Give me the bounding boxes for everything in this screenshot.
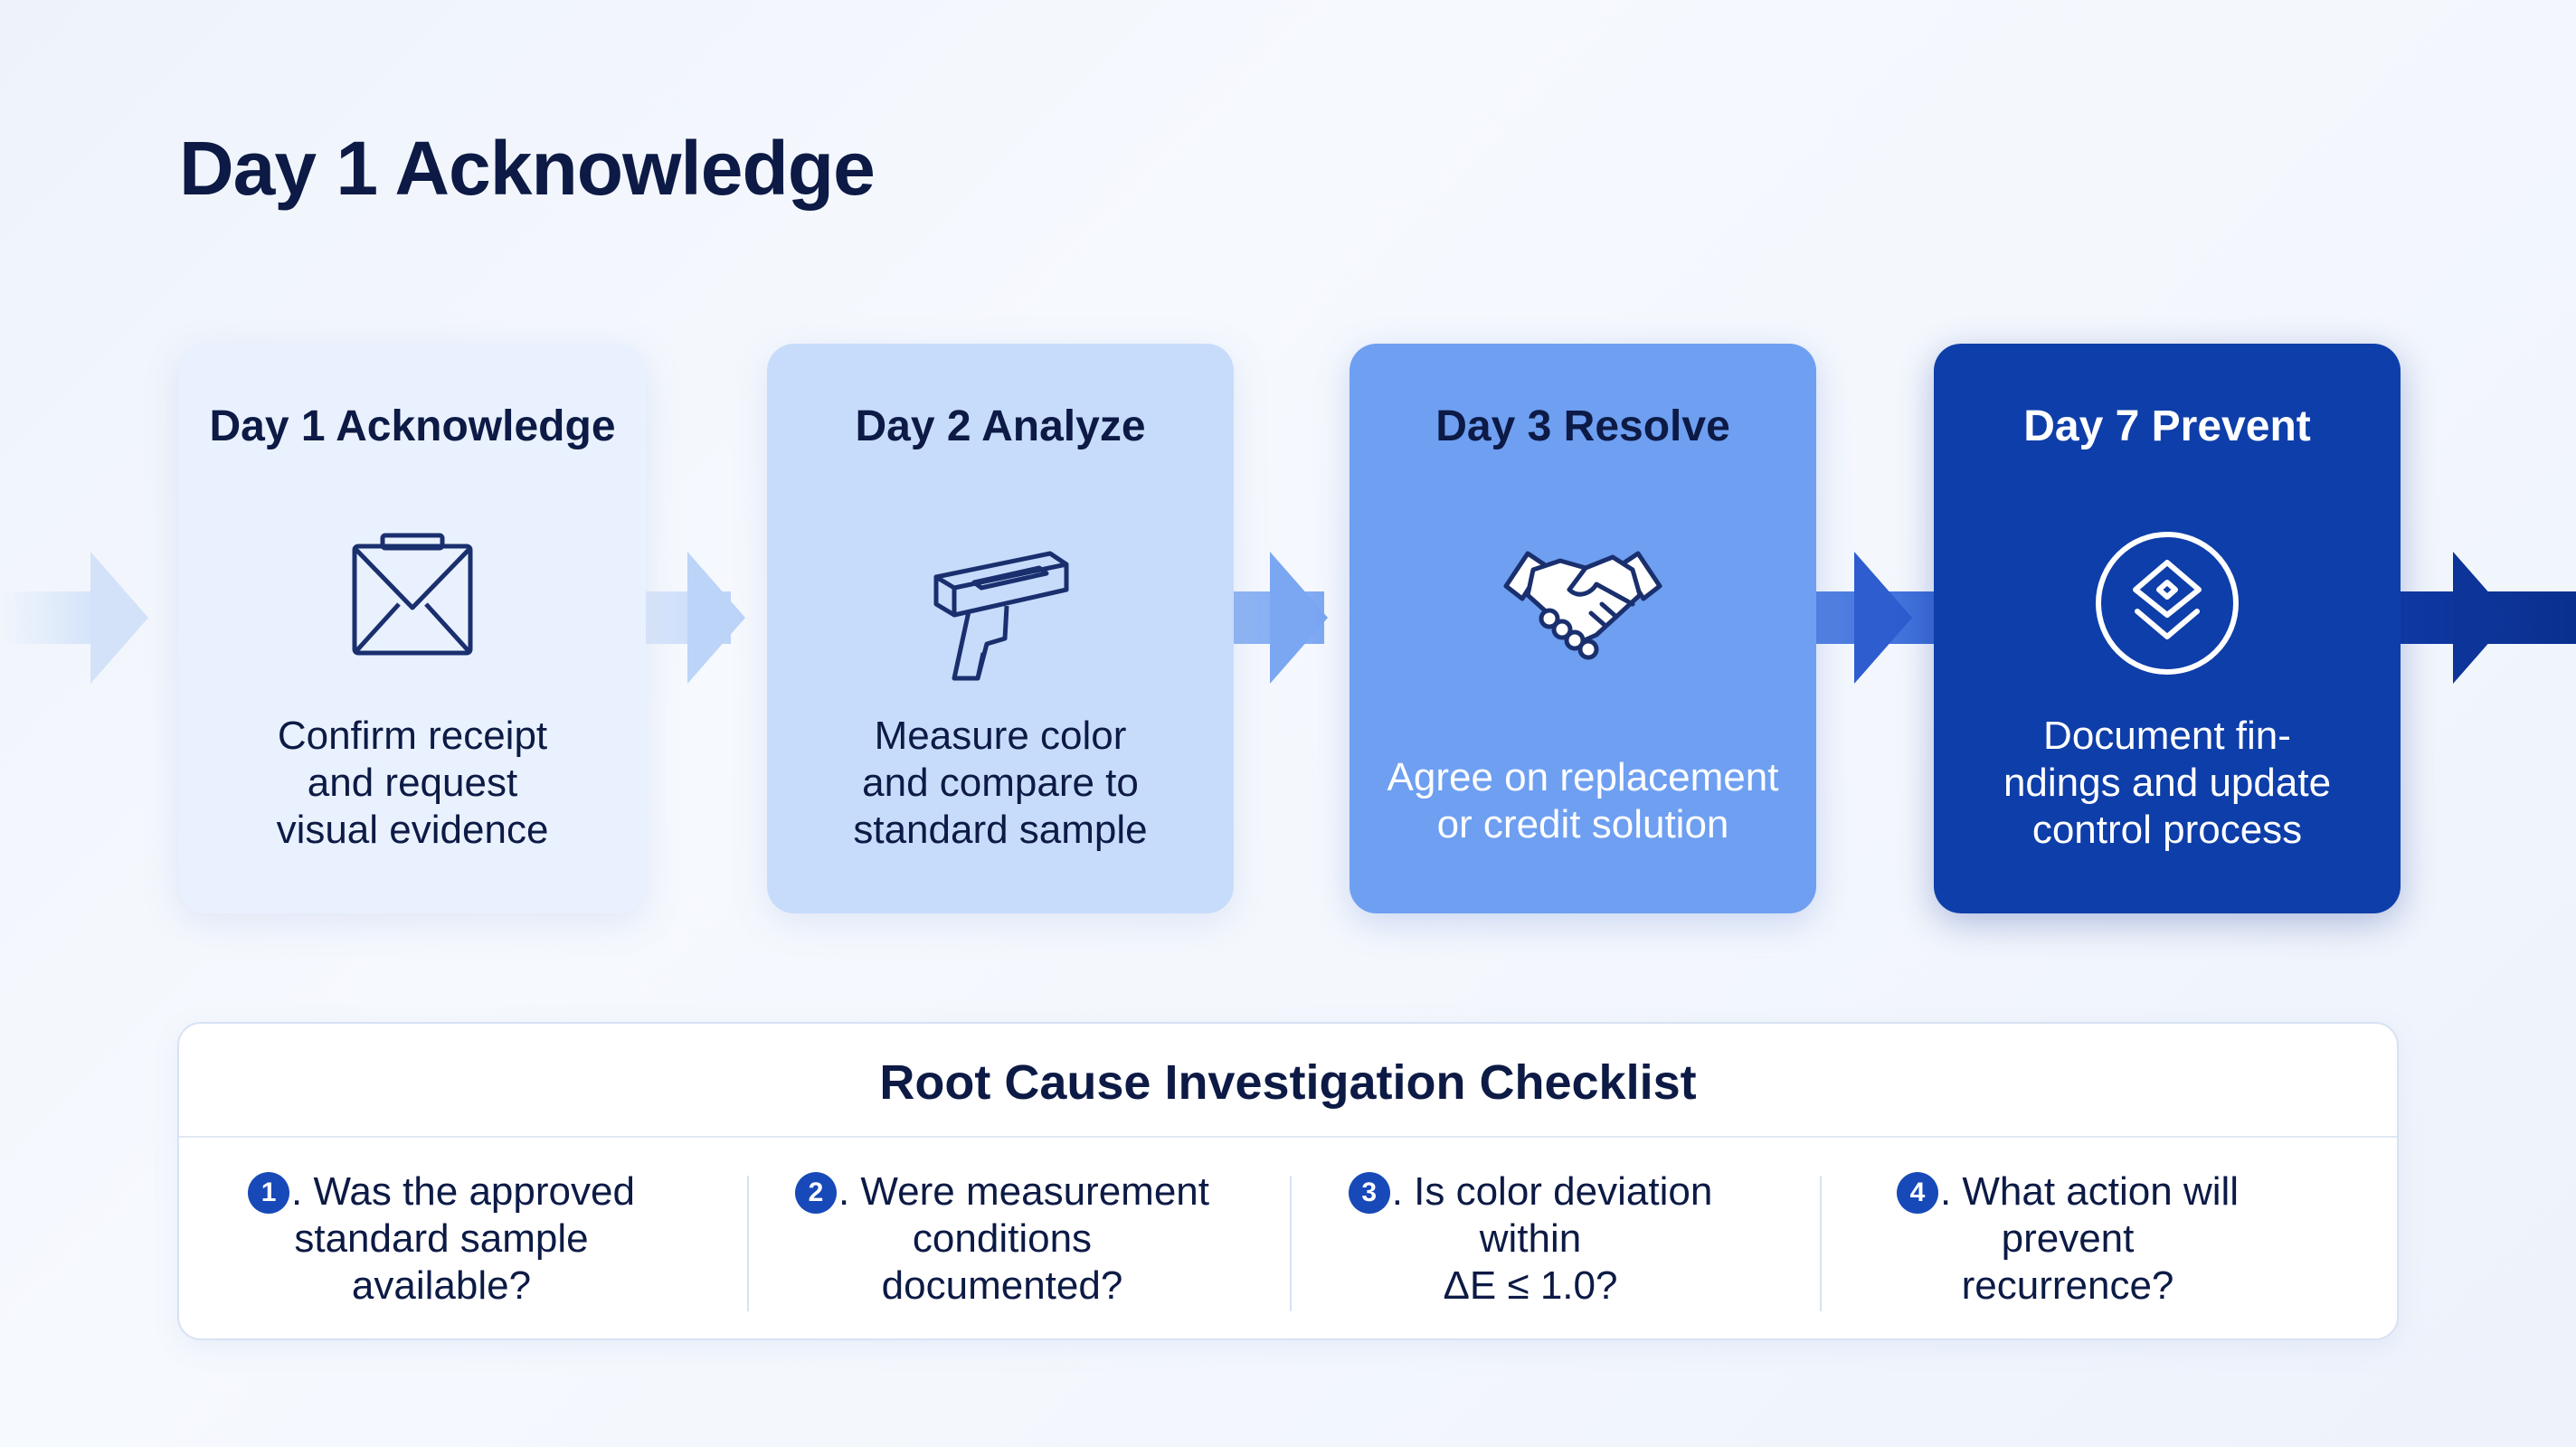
checklist-item: 1. Was the approved standard sample avai… (206, 1168, 677, 1310)
checklist-question: . Is color deviation within ΔE ≤ 1.0? (1391, 1169, 1713, 1308)
number-badge: 4 (1896, 1172, 1938, 1214)
number-badge: 2 (794, 1172, 837, 1214)
checklist-item: 4. What action will prevent recurrence? (1842, 1168, 2294, 1310)
column-divider (747, 1176, 749, 1311)
step-card-day-1: Day 1 Acknowledge Confirm receipt and re… (179, 344, 646, 913)
step-description: Agree on replacement or credit solution (1387, 755, 1779, 846)
step-card-day-2: Day 2 Analyze Measure color and compare … (767, 344, 1234, 913)
step-description: Measure color and compare to standard sa… (853, 714, 1148, 852)
step-title: Day 1 Acknowledge (209, 402, 616, 450)
column-divider (1820, 1176, 1822, 1311)
shield-check-icon (2081, 517, 2253, 689)
number-badge: 3 (1348, 1172, 1390, 1214)
step-card-day-3: Day 3 Resolve Agree on replacement or cr… (1350, 344, 1816, 913)
step-description: Confirm receipt and request visual evide… (276, 714, 549, 852)
page-title: Day 1 Acknowledge (179, 126, 876, 211)
checklist-item: 2. Were measurement conditions documente… (758, 1168, 1246, 1310)
checklist-question: . Were measurement conditions documented… (838, 1169, 1209, 1308)
step-title: Day 2 Analyze (855, 402, 1146, 450)
handshake-icon (1497, 517, 1669, 689)
divider (179, 1136, 2397, 1138)
step-title: Day 7 Prevent (2023, 402, 2311, 450)
checklist-item: 3. Is color deviation within ΔE ≤ 1.0? (1304, 1168, 1757, 1310)
checklist-question: . Was the approved standard sample avail… (291, 1169, 635, 1308)
column-divider (1290, 1176, 1292, 1311)
step-title: Day 3 Resolve (1435, 402, 1730, 450)
step-card-day-7: Day 7 Prevent Document fin- ndings and u… (1934, 344, 2401, 913)
root-cause-checklist: Root Cause Investigation Checklist 1. Wa… (177, 1022, 2399, 1340)
checklist-title: Root Cause Investigation Checklist (879, 1055, 1697, 1110)
flow-arrow-5 (2401, 552, 2576, 684)
number-badge: 1 (248, 1172, 290, 1214)
flow-arrow-1 (0, 552, 148, 684)
colorimeter-icon (914, 517, 1086, 689)
checklist-question: . What action will prevent recurrence? (1939, 1169, 2240, 1308)
envelope-icon (327, 517, 498, 689)
step-description: Document fin- ndings and update control … (2003, 714, 2332, 852)
